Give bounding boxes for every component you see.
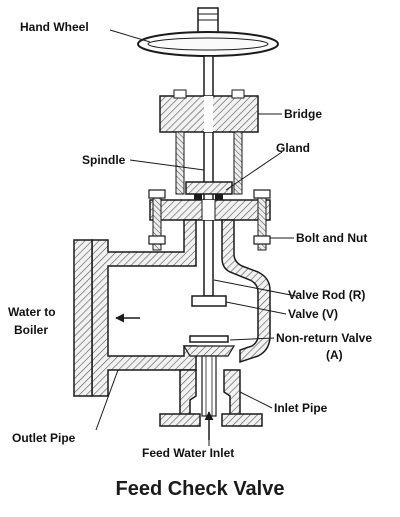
- valve-disc-shape: [191, 295, 227, 307]
- diagram-title: Feed Check Valve: [115, 478, 285, 500]
- label-inlet-pipe: Inlet Pipe: [274, 401, 328, 415]
- label-bolt-and-nut: Bolt and Nut: [296, 231, 368, 245]
- hand-wheel-shape: [137, 7, 279, 57]
- label-outlet-pipe: Outlet Pipe: [12, 431, 76, 445]
- bolt-and-nut-shape: [148, 189, 271, 251]
- label-valve: Valve (V): [288, 307, 339, 321]
- label-boiler: Boiler: [14, 323, 49, 337]
- label-non-return-valve-line2: (A): [326, 348, 343, 362]
- label-feed-water-inlet: Feed Water Inlet: [142, 446, 235, 460]
- leader-lines: [95, 29, 297, 446]
- bridge-shape: [159, 89, 259, 195]
- label-water-to: Water to: [8, 305, 56, 319]
- bonnet-flange-shape: [149, 199, 271, 221]
- label-spindle: Spindle: [82, 153, 126, 167]
- label-valve-rod: Valve Rod (R): [288, 288, 366, 302]
- spindle-shape: [203, 55, 214, 297]
- label-gland: Gland: [276, 141, 311, 155]
- label-hand-wheel: Hand Wheel: [20, 20, 89, 34]
- non-return-valve-shape: [182, 335, 236, 417]
- label-non-return-valve-line1: Non-return Valve: [276, 331, 373, 345]
- valve-body-shape: [73, 219, 271, 427]
- label-bridge: Bridge: [284, 107, 323, 121]
